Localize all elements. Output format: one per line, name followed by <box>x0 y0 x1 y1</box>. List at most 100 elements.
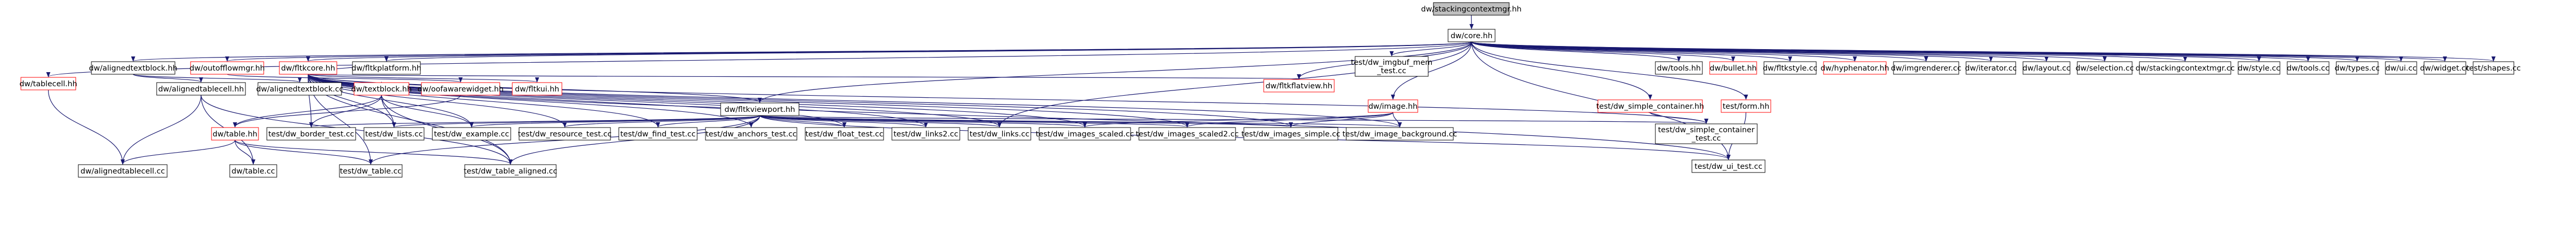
node-outofflowmgr-hh[interactable]: dw/outofflowmgr.hh <box>190 61 265 75</box>
node-test-dw-resource-test-cc[interactable]: test/dw_resource_test.cc <box>518 127 611 141</box>
edge-core_hh-to-test_dw_imgbuf_mem_test_cc <box>1390 41 1472 56</box>
node-test-dw-imgbuf-mem-test-cc[interactable]: test/dw_imgbuf_mem_test.cc <box>1351 56 1432 77</box>
node-fltkcore-hh[interactable]: dw/fltkcore.hh <box>279 61 337 75</box>
node-core-hh[interactable]: dw/core.hh <box>1448 29 1496 42</box>
node-label: dw/stackingcontextmgr.cc <box>2135 64 2234 73</box>
node-image-hh[interactable]: dw/image.hh <box>1368 99 1418 113</box>
node-label: dw/fltkstyle.cc <box>1763 64 1818 73</box>
node-label: test/dw_images_scaled.cc <box>1036 130 1134 139</box>
node-label: test/dw_images_simple.cc <box>1241 130 1340 139</box>
node-test-dw-links2-cc[interactable]: test/dw_links2.cc <box>891 127 960 141</box>
node-test-dw-table-cc[interactable]: test/dw_table.cc <box>339 164 403 178</box>
edge-table_hh-to-alignedtablecell_cc <box>121 140 236 165</box>
node-box <box>1433 2 1510 16</box>
node-fltkui-hh[interactable]: dw/fltkui.hh <box>512 82 562 96</box>
node-box <box>618 127 698 141</box>
node-label: test/dw_border_test.cc <box>268 130 355 139</box>
node-test-dw-table-aligned-cc[interactable]: test/dw_table_aligned.cc <box>464 164 557 178</box>
node-tools-cc[interactable]: dw/tools.cc <box>2287 61 2330 75</box>
node-selection-cc[interactable]: dw/selection.cc <box>2076 61 2134 75</box>
node-box <box>2385 61 2417 75</box>
node-box <box>432 127 511 141</box>
node-label: test/dw_resource_test.cc <box>518 130 611 139</box>
node-test-dw-images-scaled-cc[interactable]: test/dw_images_scaled.cc <box>1036 127 1134 141</box>
edge-fltkviewport_hh-to-test_dw_find_test_cc <box>656 115 760 128</box>
node-test-dw-simple-container-hh[interactable]: test/dw_simple_container.hh <box>1596 99 1704 113</box>
node-test-dw-float-test-cc[interactable]: test/dw_float_test.cc <box>805 127 884 141</box>
node-imgrenderer-cc[interactable]: dw/imgrenderer.cc <box>1891 61 1961 75</box>
node-box <box>1138 127 1236 141</box>
node-test-form-hh[interactable]: test/form.hh <box>1721 99 1771 113</box>
node-box <box>705 127 797 141</box>
node-stackingcontextmgr-cc[interactable]: dw/stackingcontextmgr.cc <box>2135 61 2235 75</box>
node-box <box>156 82 246 96</box>
node-test-dw-lists-cc[interactable]: test/dw_lists.cc <box>363 127 425 141</box>
edge-core_hh-to-alignedtextblock_hh <box>132 41 1472 62</box>
node-test-dw-images-simple-cc[interactable]: test/dw_images_simple.cc <box>1241 127 1340 141</box>
node-box <box>464 164 557 178</box>
node-box <box>229 164 277 178</box>
node-label: test/dw_links2.cc <box>893 130 958 139</box>
node-box <box>2022 61 2071 75</box>
node-bullet-hh[interactable]: dw/bullet.hh <box>1709 61 1757 75</box>
node-box <box>352 61 421 75</box>
node-tablecell-hh[interactable]: dw/tablecell.hh <box>19 77 77 90</box>
node-alignedtextblock-hh[interactable]: dw/alignedtextblock.hh <box>89 61 178 75</box>
edge-table_hh-to-table_cc <box>234 140 255 165</box>
node-test-dw-find-test-cc[interactable]: test/dw_find_test.cc <box>618 127 698 141</box>
node-alignedtablecell-cc[interactable]: dw/alignedtablecell.cc <box>78 164 168 178</box>
node-alignedtextblock-cc[interactable]: dw/alignedtextblock.cc <box>256 82 344 96</box>
node-alignedtablecell-hh[interactable]: dw/alignedtablecell.hh <box>156 82 246 96</box>
node-label: dw/style.cc <box>2238 64 2280 73</box>
node-layout-cc[interactable]: dw/layout.cc <box>2022 61 2071 75</box>
node-label: test/dw_lists.cc <box>365 130 422 139</box>
node-table-hh[interactable]: dw/table.hh <box>211 127 259 141</box>
node-test-dw-simple-container-test-cc[interactable]: test/dw_simple_container_test.cc <box>1655 123 1758 144</box>
node-tools-hh[interactable]: dw/tools.hh <box>1655 61 1703 75</box>
node-style-cc[interactable]: dw/style.cc <box>2238 61 2280 75</box>
node-box <box>2077 61 2133 75</box>
node-table-cc[interactable]: dw/table.cc <box>229 164 277 178</box>
node-test-shapes-cc[interactable]: test/shapes.cc <box>2466 61 2521 75</box>
node-box <box>211 127 259 141</box>
node-fltkviewport-hh[interactable]: dw/fltkviewport.hh <box>720 102 799 116</box>
edge-fltkviewport_hh-to-test_dw_image_background_cc <box>759 115 1402 128</box>
node-fltkflatview-hh[interactable]: dw/fltkflatview.hh <box>1263 79 1335 93</box>
edge-table_hh-to-test_dw_table_cc <box>234 140 373 165</box>
node-test-dw-ui-test-cc[interactable]: test/dw_ui_test.cc <box>1691 159 1766 173</box>
node-ui-cc[interactable]: dw/ui.cc <box>2385 61 2417 75</box>
node-box <box>805 127 884 141</box>
node-fltkstyle-cc[interactable]: dw/fltkstyle.cc <box>1763 61 1818 75</box>
node-label: test/dw_imgbuf_mem <box>1351 59 1432 67</box>
node-label: dw/tablecell.hh <box>19 80 77 88</box>
node-box <box>2287 61 2330 75</box>
node-widget-cc[interactable]: dw/widget.cc <box>2420 61 2470 75</box>
node-test-dw-border-test-cc[interactable]: test/dw_border_test.cc <box>266 127 356 141</box>
node-test-dw-anchors-test-cc[interactable]: test/dw_anchors_test.cc <box>705 127 797 141</box>
node-hyphenator-hh[interactable]: dw/hyphenator.hh <box>1820 61 1889 75</box>
node-iterator-cc[interactable]: dw/iterator.cc <box>1965 61 2017 75</box>
node-test-dw-image-background-cc[interactable]: test/dw_image_background.cc <box>1343 127 1457 141</box>
edge-fltkviewport_hh-to-test_dw_images_scaled_cc <box>759 115 1087 128</box>
node-test-dw-links-cc[interactable]: test/dw_links.cc <box>968 127 1031 141</box>
node-box <box>1655 123 1758 144</box>
node-fltkplatform-hh[interactable]: dw/fltkplatform.hh <box>351 61 421 75</box>
edge-textblock_hh-to-test_dw_example_cc <box>381 95 474 128</box>
node-box <box>2238 61 2280 75</box>
node-textblock-hh[interactable]: dw/textblock.hh <box>351 82 412 96</box>
edge-image_hh-to-test_dw_images_simple_cc <box>1289 112 1394 128</box>
edge-core_hh-to-test_dw_links_cc <box>997 41 1472 128</box>
node-label: test/dw_float_test.cc <box>805 130 883 139</box>
node-label: test/dw_simple_container <box>1658 126 1755 134</box>
node-box <box>78 164 168 178</box>
node-types-cc[interactable]: dw/types.cc <box>2335 61 2380 75</box>
node-label: dw/alignedtablecell.cc <box>80 167 165 176</box>
edge-image_hh-to-test_dw_images_scaled2_cc <box>1185 112 1394 128</box>
node-ooofawarewidget-hh[interactable]: dw/oofawarewidget.hh <box>418 82 504 96</box>
node-label: dw/fltkflatview.hh <box>1266 82 1333 90</box>
node-label: _test.cc <box>1377 67 1406 75</box>
node-label: dw/alignedtextblock.hh <box>89 64 178 73</box>
node-test-dw-example-cc[interactable]: test/dw_example.cc <box>432 127 511 141</box>
node-test-dw-images-scaled2-cc[interactable]: test/dw_images_scaled2.cc <box>1136 127 1239 141</box>
